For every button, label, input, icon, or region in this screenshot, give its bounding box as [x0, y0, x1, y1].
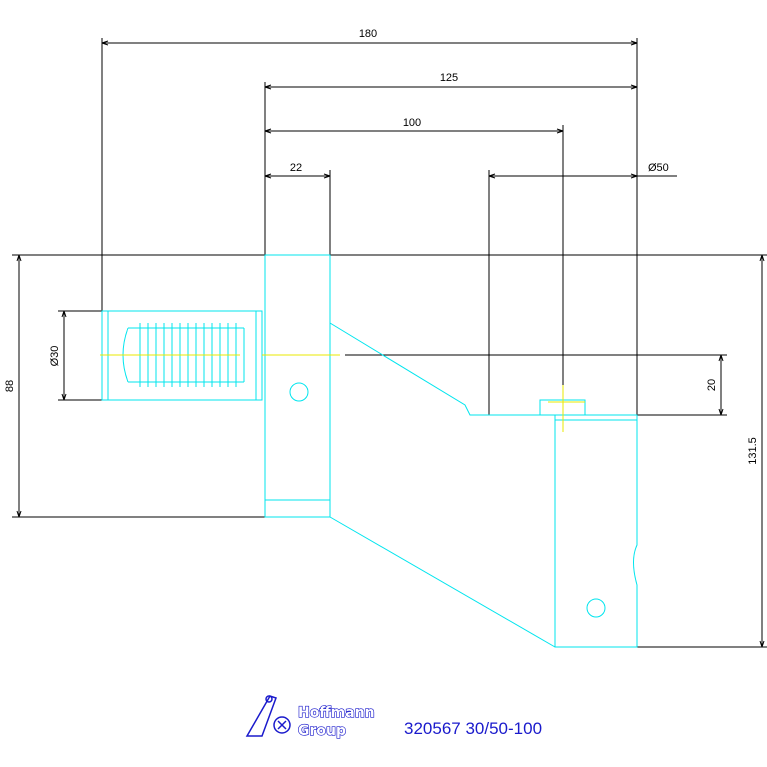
- logo-line-1: Hoffmann: [298, 705, 375, 721]
- dim-125: 125: [440, 72, 458, 84]
- dim-dia50: Ø50: [648, 162, 669, 174]
- dim-180: 180: [359, 28, 377, 40]
- part-number: 320567 30/50-100: [404, 719, 542, 738]
- dimension-labels: 180 125 100 22 Ø50 Ø30 88 20 131.5: [4, 28, 759, 465]
- centerlines: [100, 354, 585, 432]
- dimension-lines: [12, 38, 767, 648]
- dim-20: 20: [706, 379, 718, 391]
- dim-88: 88: [4, 380, 16, 392]
- dim-100: 100: [403, 117, 421, 129]
- part-outline: [101, 254, 638, 648]
- hoffmann-group-logo: Hoffmann Group: [245, 695, 375, 740]
- dim-131-5: 131.5: [747, 437, 759, 465]
- logo-mark-icon: [245, 695, 291, 737]
- dim-22: 22: [290, 162, 302, 174]
- logo-line-2: Group: [298, 723, 346, 739]
- dim-dia30: Ø30: [49, 346, 61, 367]
